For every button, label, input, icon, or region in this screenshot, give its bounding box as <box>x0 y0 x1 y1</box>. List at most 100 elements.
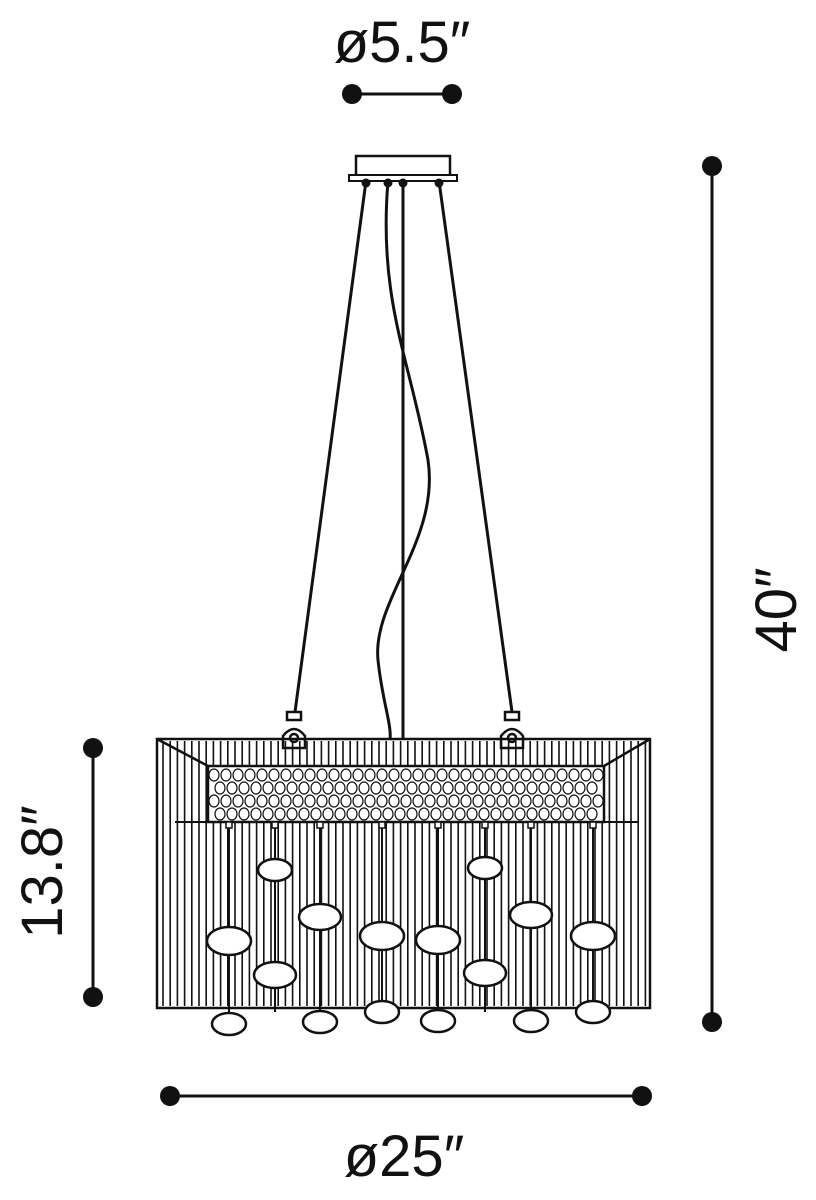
crystal-bead <box>538 781 550 795</box>
crystal-bead <box>508 794 520 808</box>
crystal-bead <box>262 781 274 795</box>
overall-height-endpoint-bottom <box>702 1012 722 1032</box>
crystal-bead <box>556 768 568 782</box>
shade-height-dimension: 13.8″ <box>10 738 103 1007</box>
crystal-bead <box>280 768 292 782</box>
crystal-bead <box>532 794 544 808</box>
crystal-bead <box>514 781 526 795</box>
crystal-bead <box>334 781 346 795</box>
crystal-bead <box>382 781 394 795</box>
crystal-bead <box>376 794 388 808</box>
crystal-bead <box>592 768 604 782</box>
crystal-bead <box>460 794 472 808</box>
crystal-bead <box>394 807 406 821</box>
canopy-plate <box>354 154 452 178</box>
crystal-bead <box>466 781 478 795</box>
crystal-bead <box>358 807 370 821</box>
crystal-bead <box>370 807 382 821</box>
crystal-bead <box>526 807 538 821</box>
crystal-bead <box>454 781 466 795</box>
crystal-drop <box>512 1008 550 1034</box>
crystal-bead <box>304 768 316 782</box>
crystal-bead <box>586 807 598 821</box>
shade-corner-right <box>603 737 651 768</box>
crystal-bead <box>256 768 268 782</box>
shade-height-endpoint-bottom <box>83 987 103 1007</box>
crystal-drop <box>574 999 612 1025</box>
strand-cap <box>589 821 597 829</box>
crystal-bead <box>226 807 238 821</box>
crystal-bead <box>580 768 592 782</box>
canopy-diameter-label: ø5.5″ <box>334 10 471 75</box>
shade-diameter-endpoint-right <box>632 1086 652 1106</box>
crystal-bead <box>520 794 532 808</box>
crystal-bead <box>238 781 250 795</box>
crystal-bead <box>430 807 442 821</box>
crystal-bead <box>544 794 556 808</box>
crystal-bead <box>484 794 496 808</box>
power-cord <box>376 180 431 741</box>
crystal-drop <box>358 920 406 952</box>
canopy-dimension-endpoint-left <box>342 84 362 104</box>
crystal-bead <box>250 781 262 795</box>
crystal-bead <box>226 781 238 795</box>
crystal-bead <box>550 807 562 821</box>
crystal-bead <box>214 781 226 795</box>
crystal-bead <box>352 768 364 782</box>
crystal-bead <box>472 768 484 782</box>
canopy-diameter-dimension: ø5.5″ <box>334 10 471 104</box>
crystal-drop <box>419 1008 457 1034</box>
crystal-bead <box>268 768 280 782</box>
crystal-band <box>206 764 606 824</box>
suspension-cables <box>293 178 514 741</box>
crystal-bead <box>358 781 370 795</box>
crystal-drop <box>462 958 508 988</box>
crystal-bead <box>274 807 286 821</box>
crystal-bead <box>496 794 508 808</box>
crystal-bead <box>448 794 460 808</box>
overall-height-endpoint-top <box>702 156 722 176</box>
crystal-bead <box>508 768 520 782</box>
shade <box>155 737 652 1037</box>
shade-height-label: 13.8″ <box>10 805 75 938</box>
crystal-drop <box>569 920 617 952</box>
crystal-bead <box>418 807 430 821</box>
overall-height-label: 40″ <box>744 567 809 652</box>
shade-diameter-label: ø25″ <box>344 1124 464 1189</box>
crystal-bead <box>292 794 304 808</box>
crystal-bead <box>406 781 418 795</box>
crystal-bead <box>574 781 586 795</box>
crystal-bead <box>262 807 274 821</box>
crystal-bead <box>286 781 298 795</box>
crystal-bead <box>352 794 364 808</box>
crystal-bead <box>478 781 490 795</box>
cable-fixing <box>383 178 393 188</box>
crystal-bead <box>328 794 340 808</box>
crystal-bead <box>388 794 400 808</box>
crystal-bead <box>244 794 256 808</box>
crystal-bead <box>436 794 448 808</box>
crystal-bead <box>388 768 400 782</box>
crystal-strands <box>205 821 617 1037</box>
crystal-bead <box>520 768 532 782</box>
crystal-bead <box>400 794 412 808</box>
crystal-band-frame <box>206 764 606 824</box>
crystal-bead <box>322 781 334 795</box>
crystal-bead <box>316 768 328 782</box>
crystal-bead <box>568 768 580 782</box>
crystal-bead <box>400 768 412 782</box>
crystal-bead <box>304 794 316 808</box>
crystal-drop <box>205 925 253 957</box>
crystal-bead <box>274 781 286 795</box>
shade-height-endpoint-top <box>83 738 103 758</box>
hanger-bracket-right <box>499 710 525 750</box>
crystal-bead <box>574 807 586 821</box>
crystal-bead <box>460 768 472 782</box>
crystal-bead <box>238 807 250 821</box>
crystal-bead <box>514 807 526 821</box>
crystal-bead <box>286 807 298 821</box>
crystal-bead <box>334 807 346 821</box>
crystal-bead <box>442 781 454 795</box>
crystal-drop <box>466 855 504 881</box>
